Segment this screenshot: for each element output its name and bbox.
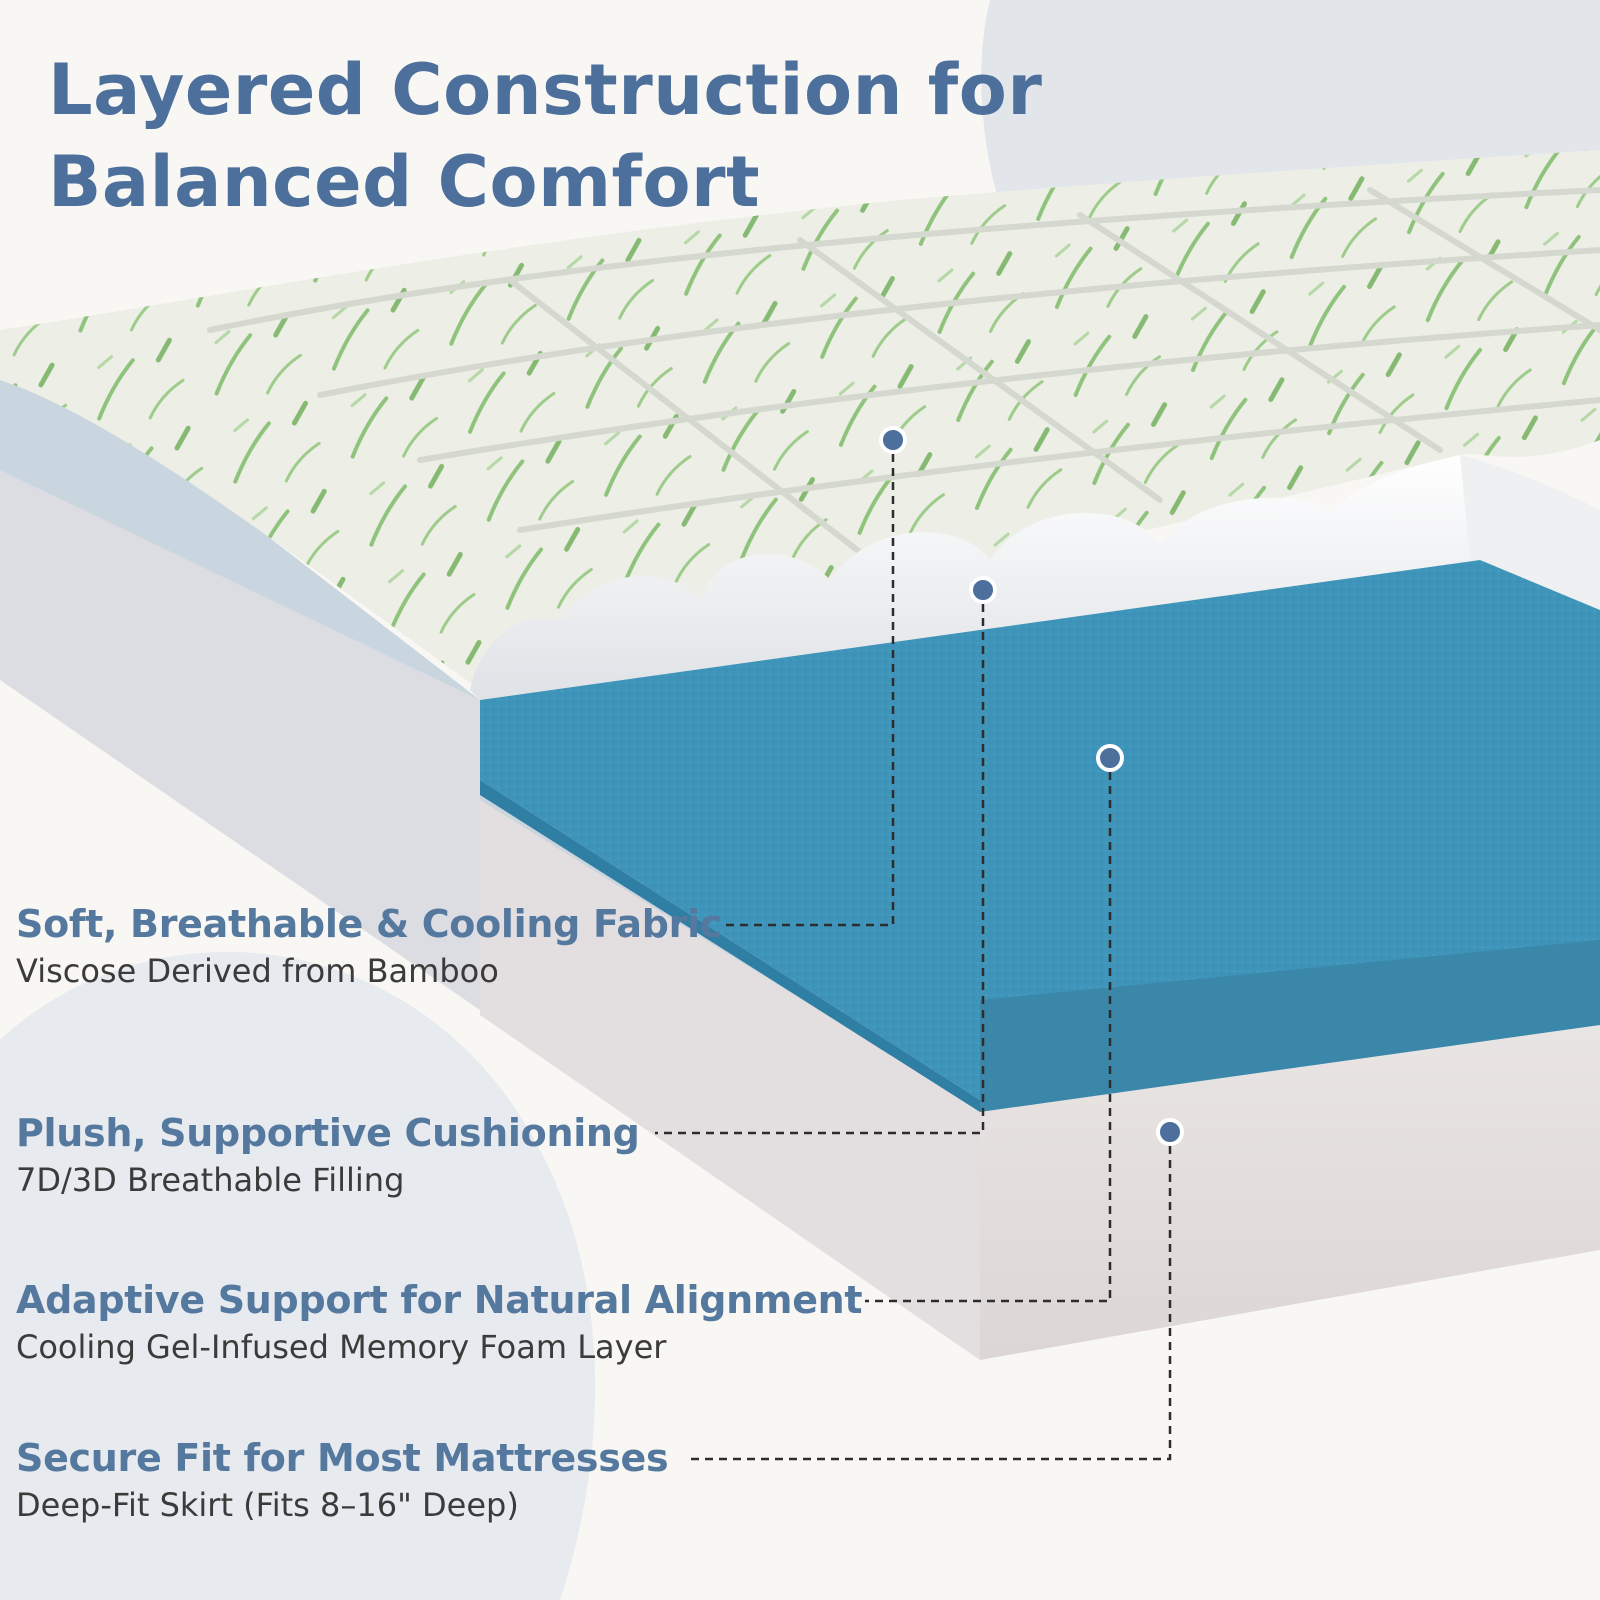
callout-skirt-detail: Deep-Fit Skirt (Fits 8–16" Deep) [16,1486,519,1524]
callout-skirt-heading: Secure Fit for Most Mattresses [16,1436,669,1480]
background-blob-bottom-left [0,951,595,1600]
title-line-2: Balanced Comfort [48,141,761,223]
callout-fabric: Soft, Breathable & Cooling Fabric Viscos… [16,900,722,994]
callout-skirt: Secure Fit for Most Mattresses Deep-Fit … [16,1434,669,1528]
callout-fabric-detail: Viscose Derived from Bamboo [16,952,499,990]
leader-line-foam [865,758,1112,1303]
memory-foam-top [480,560,1600,1100]
leader-line-skirt [690,1132,1172,1461]
anchor-dot-filling [969,576,997,604]
memory-foam-side [980,940,1600,1112]
callout-foam-heading: Adaptive Support for Natural Alignment [16,1278,863,1322]
callout-filling: Plush, Supportive Cushioning 7D/3D Breat… [16,1109,640,1203]
callout-foam-detail: Cooling Gel-Infused Memory Foam Layer [16,1328,667,1366]
leader-line-fabric [725,440,895,927]
skirt-base-block [980,1025,1600,1360]
title-line-1: Layered Construction for [48,49,1043,131]
callout-filling-heading: Plush, Supportive Cushioning [16,1111,640,1155]
anchor-dot-foam [1096,744,1124,772]
skirt-lower-band [480,800,980,1360]
callout-fabric-heading: Soft, Breathable & Cooling Fabric [16,902,723,946]
page-title: Layered Construction for Balanced Comfor… [48,44,1042,228]
leader-line-filling [655,590,985,1135]
anchor-dot-fabric [879,426,907,454]
background-blob-top-right [981,0,1600,205]
callout-anchor-dots [879,426,1184,1146]
callout-leader-lines [655,440,1172,1461]
skirt-front-band [0,470,480,1010]
anchor-dot-skirt [1156,1118,1184,1146]
callout-foam: Adaptive Support for Natural Alignment C… [16,1276,863,1370]
quilt-seams [207,187,1600,563]
quilted-fabric-top [0,150,1600,690]
callout-filling-detail: 7D/3D Breathable Filling [16,1161,405,1199]
memory-foam-front-edge [480,780,980,1112]
fiber-fill-right-edge [1460,455,1600,610]
